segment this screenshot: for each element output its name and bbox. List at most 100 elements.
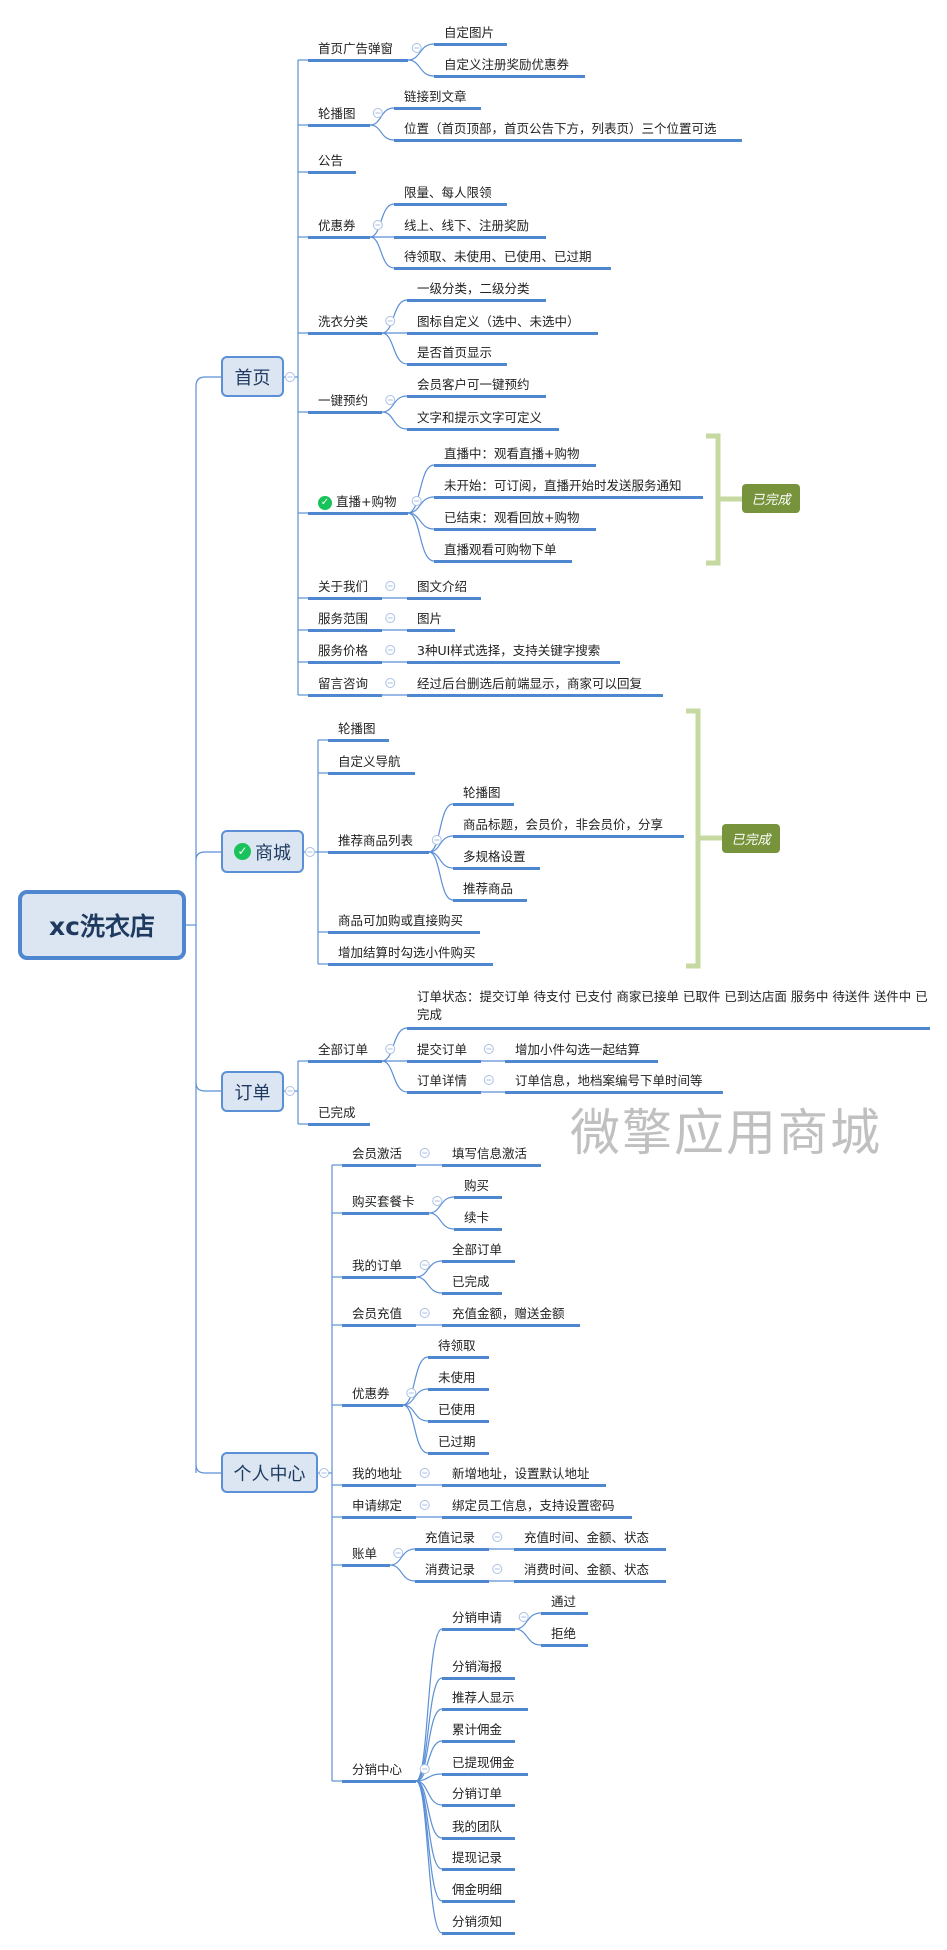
topic-label: 分销中心 xyxy=(352,1762,403,1777)
topic-node[interactable]: 佣金明细 xyxy=(452,1882,502,1898)
topic-node[interactable]: 消费时间、金额、状态 xyxy=(524,1562,649,1578)
topic-node[interactable]: 消费记录 xyxy=(425,1562,475,1578)
topic-node[interactable]: 已完成 xyxy=(318,1105,356,1121)
topic-node[interactable]: 轮播图 xyxy=(463,785,501,801)
branch-home[interactable]: 首页 xyxy=(221,356,284,397)
topic-node[interactable]: 首页广告弹窗 xyxy=(318,41,393,57)
topic-node[interactable]: 商品标题，会员价，非会员价，分享 xyxy=(463,817,663,833)
topic-node[interactable]: 一级分类，二级分类 xyxy=(417,281,530,297)
connector-line xyxy=(195,1464,221,1474)
topic-node[interactable]: 申请绑定 xyxy=(352,1498,402,1514)
topic-underline xyxy=(442,1739,515,1743)
topic-node[interactable]: 会员充值 xyxy=(352,1306,402,1322)
topic-node[interactable]: 已过期 xyxy=(438,1434,476,1450)
topic-node[interactable]: 图标自定义（选中、未选中） xyxy=(417,314,580,330)
topic-node[interactable]: 推荐商品列表 xyxy=(338,833,413,849)
topic-node[interactable]: 订单信息，地档案编号下单时间等 xyxy=(515,1073,703,1089)
topic-node[interactable]: 关于我们 xyxy=(318,579,368,595)
topic-node[interactable]: 我的订单 xyxy=(352,1258,402,1274)
topic-node[interactable]: 我的团队 xyxy=(452,1819,502,1835)
topic-node[interactable]: 待领取 xyxy=(438,1338,476,1354)
topic-node[interactable]: 账单 xyxy=(352,1546,377,1562)
topic-node[interactable]: 优惠券 xyxy=(352,1386,390,1402)
topic-node[interactable]: 轮播图 xyxy=(338,721,376,737)
topic-node[interactable]: 服务范围 xyxy=(318,611,368,627)
topic-node[interactable]: 商品可加购或直接购买 xyxy=(338,913,463,929)
topic-node[interactable]: 是否首页显示 xyxy=(417,345,492,361)
topic-node[interactable]: 优惠券 xyxy=(318,218,356,234)
topic-node[interactable]: 服务价格 xyxy=(318,643,368,659)
topic-node[interactable]: 提现记录 xyxy=(452,1850,502,1866)
topic-node[interactable]: 留言咨询 xyxy=(318,676,368,692)
topic-node[interactable]: 分销订单 xyxy=(452,1786,502,1802)
connector-line xyxy=(428,1196,455,1214)
topic-node[interactable]: 链接到文章 xyxy=(404,89,467,105)
topic-node[interactable]: 拒绝 xyxy=(551,1626,576,1642)
topic-node[interactable]: 充值时间、金额、状态 xyxy=(524,1530,649,1546)
topic-node[interactable]: 会员激活 xyxy=(352,1146,402,1162)
topic-node[interactable]: 累计佣金 xyxy=(452,1722,502,1738)
topic-node[interactable]: 订单详情 xyxy=(417,1073,467,1089)
topic-node[interactable]: 订单状态：提交订单 待支付 已支付 商家已接单 已取件 已到达店面 服务中 待送… xyxy=(417,988,932,1024)
topic-node[interactable]: 图片 xyxy=(417,611,442,627)
topic-node[interactable]: 分销须知 xyxy=(452,1914,502,1930)
topic-node[interactable]: 购买套餐卡 xyxy=(352,1194,415,1210)
topic-node[interactable]: 推荐人显示 xyxy=(452,1690,515,1706)
topic-underline xyxy=(442,1803,515,1807)
topic-label: 我的团队 xyxy=(452,1819,503,1834)
topic-node[interactable]: 填写信息激活 xyxy=(452,1146,527,1162)
branch-mall[interactable]: ✓商城 xyxy=(221,830,304,873)
topic-node[interactable]: 推荐商品 xyxy=(463,881,513,897)
topic-node[interactable]: 增加小件勾选一起结算 xyxy=(515,1042,640,1058)
topic-node[interactable]: 通过 xyxy=(551,1594,576,1610)
topic-underline xyxy=(342,1515,416,1519)
topic-node[interactable]: 我的地址 xyxy=(352,1466,402,1482)
topic-node[interactable]: 已提现佣金 xyxy=(452,1755,515,1771)
topic-node[interactable]: 分销中心 xyxy=(352,1762,402,1778)
topic-node[interactable]: 已完成 xyxy=(452,1274,490,1290)
topic-node[interactable]: 待领取、未使用、已使用、已过期 xyxy=(404,249,592,265)
topic-node[interactable]: 全部订单 xyxy=(452,1242,502,1258)
topic-node[interactable]: 分销申请 xyxy=(452,1610,502,1626)
topic-node[interactable]: 已使用 xyxy=(438,1402,476,1418)
topic-node[interactable]: 公告 xyxy=(318,153,343,169)
topic-node[interactable]: 续卡 xyxy=(464,1210,489,1226)
topic-node[interactable]: 购买 xyxy=(464,1178,489,1194)
branch-orders[interactable]: 订单 xyxy=(221,1071,284,1112)
branch-personal[interactable]: 个人中心 xyxy=(221,1452,318,1493)
topic-node[interactable]: 自定图片 xyxy=(444,25,494,41)
topic-node[interactable]: 限量、每人限领 xyxy=(404,185,492,201)
topic-node[interactable]: 自定义注册奖励优惠券 xyxy=(444,57,569,73)
topic-node[interactable]: 充值金额，赠送金额 xyxy=(452,1306,565,1322)
topic-node[interactable]: 直播观看可购物下单 xyxy=(444,542,557,558)
topic-node[interactable]: 多规格设置 xyxy=(463,849,526,865)
topic-node[interactable]: 未开始：可订阅，直播开始时发送服务通知 xyxy=(444,478,682,494)
topic-node[interactable]: 自定义导航 xyxy=(338,754,401,770)
topic-node[interactable]: 新增地址，设置默认地址 xyxy=(452,1466,590,1482)
topic-node[interactable]: 一键预约 xyxy=(318,393,368,409)
topic-node[interactable]: 3种UI样式选择，支持关键字搜索 xyxy=(417,643,600,659)
topic-node[interactable]: 轮播图 xyxy=(318,106,356,122)
topic-node[interactable]: 文字和提示文字可定义 xyxy=(417,410,542,426)
topic-node[interactable]: 线上、线下、注册奖励 xyxy=(404,218,529,234)
topic-node[interactable]: 会员客户可一键预约 xyxy=(417,377,530,393)
topic-node[interactable]: 洗衣分类 xyxy=(318,314,368,330)
topic-node[interactable]: 提交订单 xyxy=(417,1042,467,1058)
topic-underline xyxy=(442,1259,515,1263)
topic-node[interactable]: 位置（首页顶部，首页公告下方，列表页）三个位置可选 xyxy=(404,121,717,137)
topic-node[interactable]: 经过后台删选后前端显示，商家可以回复 xyxy=(417,676,642,692)
topic-node[interactable]: 绑定员工信息，支持设置密码 xyxy=(452,1498,615,1514)
topic-node[interactable]: 直播中：观看直播+购物 xyxy=(444,446,579,462)
topic-node[interactable]: 分销海报 xyxy=(452,1659,502,1675)
topic-node[interactable]: 全部订单 xyxy=(318,1042,368,1058)
topic-node[interactable]: ✓直播+购物 xyxy=(318,494,396,510)
topic-node[interactable]: 图文介绍 xyxy=(417,579,467,595)
topic-node[interactable]: 增加结算时勾选小件购买 xyxy=(338,945,476,961)
topic-node[interactable]: 未使用 xyxy=(438,1370,476,1386)
topic-underline xyxy=(308,596,382,600)
root-node[interactable]: xc洗衣店 xyxy=(18,890,186,960)
topic-node[interactable]: 充值记录 xyxy=(425,1530,475,1546)
topic-underline xyxy=(453,802,514,806)
topic-node[interactable]: 已结束：观看回放+购物 xyxy=(444,510,579,526)
